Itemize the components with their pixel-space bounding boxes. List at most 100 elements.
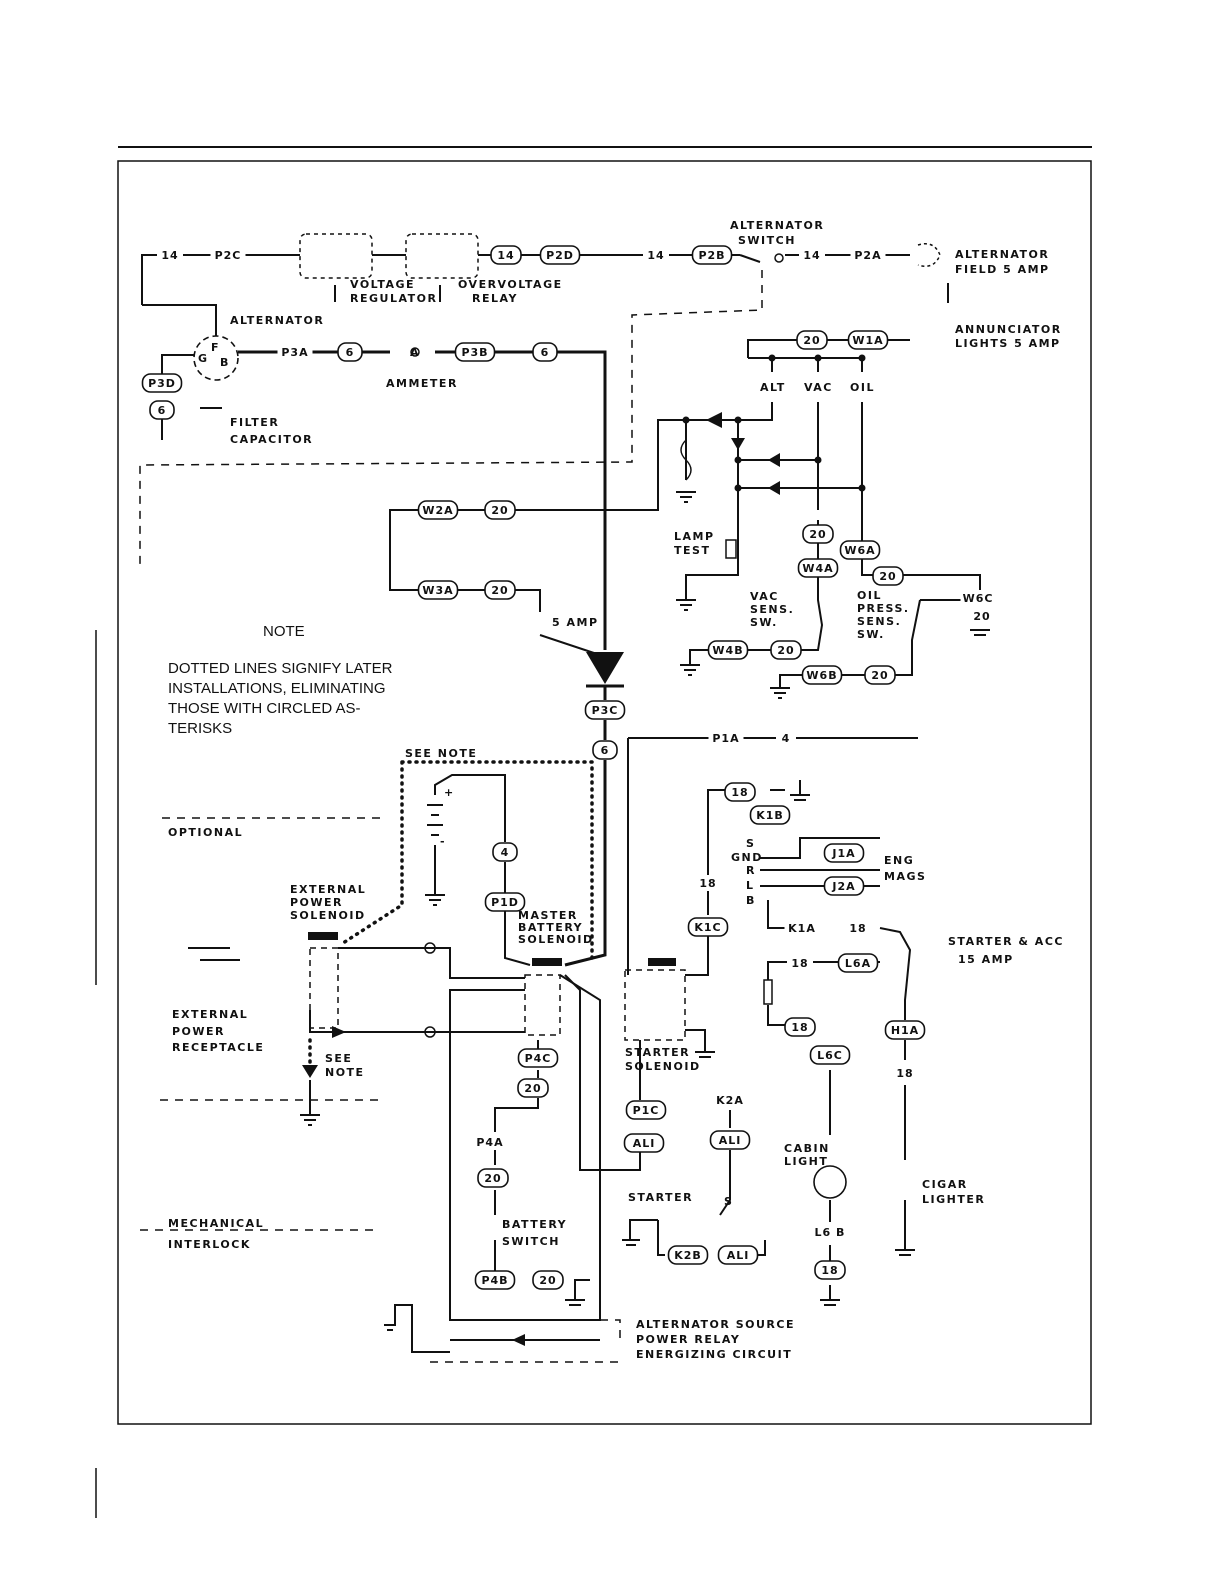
vac-sens-1: VAC: [750, 590, 779, 603]
ground-icon: [425, 845, 445, 906]
oil-press-2: PRESS.: [857, 602, 910, 615]
ground-icon: [384, 1324, 396, 1331]
wire-tag: [864, 665, 896, 685]
wire-label-w18g: 18: [821, 1264, 838, 1277]
voltage-label: VOLTAGE: [350, 278, 415, 291]
arrow-icon: [512, 1334, 525, 1346]
wire-tag: [141, 373, 183, 393]
cabin-light-2: LIGHT: [784, 1155, 828, 1168]
alt-lamp-line: [685, 402, 773, 480]
wire-label-j2a: J2A: [831, 880, 855, 893]
wire-tag: [623, 1133, 665, 1153]
see-note-b1: SEE: [325, 1052, 352, 1065]
capacitor-label: CAPACITOR: [230, 433, 313, 446]
ext-power-wire: [338, 947, 525, 979]
note-line-3: THOSE WITH CIRCLED AS-: [168, 700, 361, 717]
batt-sw-1: BATTERY: [502, 1218, 567, 1231]
five-amp-label: 5 AMP: [552, 616, 599, 629]
fuse-icon: [763, 979, 773, 1005]
wire-tag: [477, 1168, 509, 1188]
ground-icon: [300, 1080, 320, 1126]
batt-sw-2: SWITCH: [502, 1235, 560, 1248]
wire-label-al1b: ALI: [719, 1134, 742, 1147]
starter-link: [564, 974, 641, 1171]
wire-tag: [539, 245, 581, 265]
vac-sw-wire: [689, 520, 824, 665]
regulator-label: REGULATOR: [350, 292, 437, 305]
starter-solenoid-bar: [648, 958, 676, 966]
alt-switch-label-2: SWITCH: [738, 234, 796, 247]
wire-tag: [625, 1100, 667, 1120]
wire-tag: [474, 1270, 516, 1290]
alt-switch-blade: [739, 254, 761, 263]
wire-label-w4a: W4A: [802, 562, 833, 575]
wire-tag: [801, 665, 843, 685]
wire-tag: [709, 1130, 751, 1150]
ext-rec-1: EXTERNAL: [172, 1008, 248, 1021]
wire-tag: [847, 330, 889, 350]
ext-sol-2: POWER: [290, 896, 343, 909]
starter-sol-1: STARTER: [625, 1046, 690, 1059]
diode-icon: [768, 453, 780, 467]
wire-label-w20g: 20: [777, 644, 794, 657]
wire-label-w20f: 20: [973, 610, 990, 623]
wire-tag-bg: [787, 955, 813, 971]
wire-label-k1b: K1B: [756, 809, 784, 822]
cabin-ground: [820, 1245, 840, 1306]
cigar-2: LIGHTER: [922, 1193, 985, 1206]
wire-label-w6b_lbl: W6B: [806, 669, 837, 682]
relay-dashed-2: [600, 1319, 621, 1340]
field-breaker-icon: [917, 243, 941, 267]
alt-switch-label-1: ALTERNATOR: [730, 219, 824, 232]
wire-label-p4a: P4A: [476, 1136, 503, 1149]
wire-label-p2d: P2D: [546, 249, 574, 262]
wire-tag-bg: [776, 730, 796, 746]
wire-label-w4b: W4B: [712, 644, 743, 657]
wire-label-w18c: 18: [849, 922, 866, 935]
wire-tag: [417, 500, 459, 520]
wire-tag: [484, 892, 526, 912]
starter-ground-2: [622, 1219, 665, 1256]
wire-label-w6c: 6: [158, 404, 167, 417]
ext-return-wire: [309, 1010, 525, 1033]
ground-icon: [676, 491, 696, 503]
lamp-test-label-1: LAMP: [674, 530, 715, 543]
wire-tag: [517, 1048, 559, 1068]
ext-sol-3: SOLENOID: [290, 909, 366, 922]
see-note-top: SEE NOTE: [405, 747, 477, 760]
wire-label-p4b: P4B: [481, 1274, 508, 1287]
diagram-frame: [117, 160, 1092, 1425]
wire-tag: [784, 1017, 816, 1037]
wire-tag: [884, 1020, 926, 1040]
wire-tag-bg: [808, 1224, 852, 1240]
wire-tag: [149, 400, 175, 420]
battery-icon: [427, 804, 443, 836]
ammeter-a: A: [410, 346, 420, 359]
wire-label-w14a: 14: [161, 249, 178, 262]
wire-label-w20i: 20: [524, 1082, 541, 1095]
wire-label-l6a: L6A: [845, 957, 871, 970]
wire-label-w20h: 20: [871, 669, 888, 682]
arrow-icon: [332, 1026, 346, 1038]
field-wire-left: [141, 254, 300, 305]
wire-tag: [484, 500, 516, 520]
wire-label-w6c_lbl: W6C: [963, 592, 994, 605]
wire-label-w18d: 18: [791, 957, 808, 970]
starter-label: STARTER: [628, 1191, 693, 1204]
mag-l: L: [746, 879, 755, 892]
wire-label-j1a: J1A: [831, 847, 855, 860]
wire-label-w18b: 18: [699, 877, 716, 890]
lamp-test-label-2: TEST: [674, 544, 710, 557]
alt-field-lead: [142, 304, 217, 336]
see-note-dotted: [338, 760, 594, 964]
wire-tag-bg: [643, 247, 669, 263]
wire-label-k2a: K2A: [716, 1094, 744, 1107]
wire-label-p3b: P3B: [461, 346, 488, 359]
annunciator-label-1: ANNUNCIATOR: [955, 323, 1062, 336]
wire-tag: [417, 580, 459, 600]
ext-rec-3: RECEPTACLE: [172, 1041, 264, 1054]
wire-label-p3a: P3A: [281, 346, 308, 359]
starter-acc-2: 15 AMP: [958, 953, 1014, 966]
wire-label-k1c: K1C: [694, 921, 721, 934]
